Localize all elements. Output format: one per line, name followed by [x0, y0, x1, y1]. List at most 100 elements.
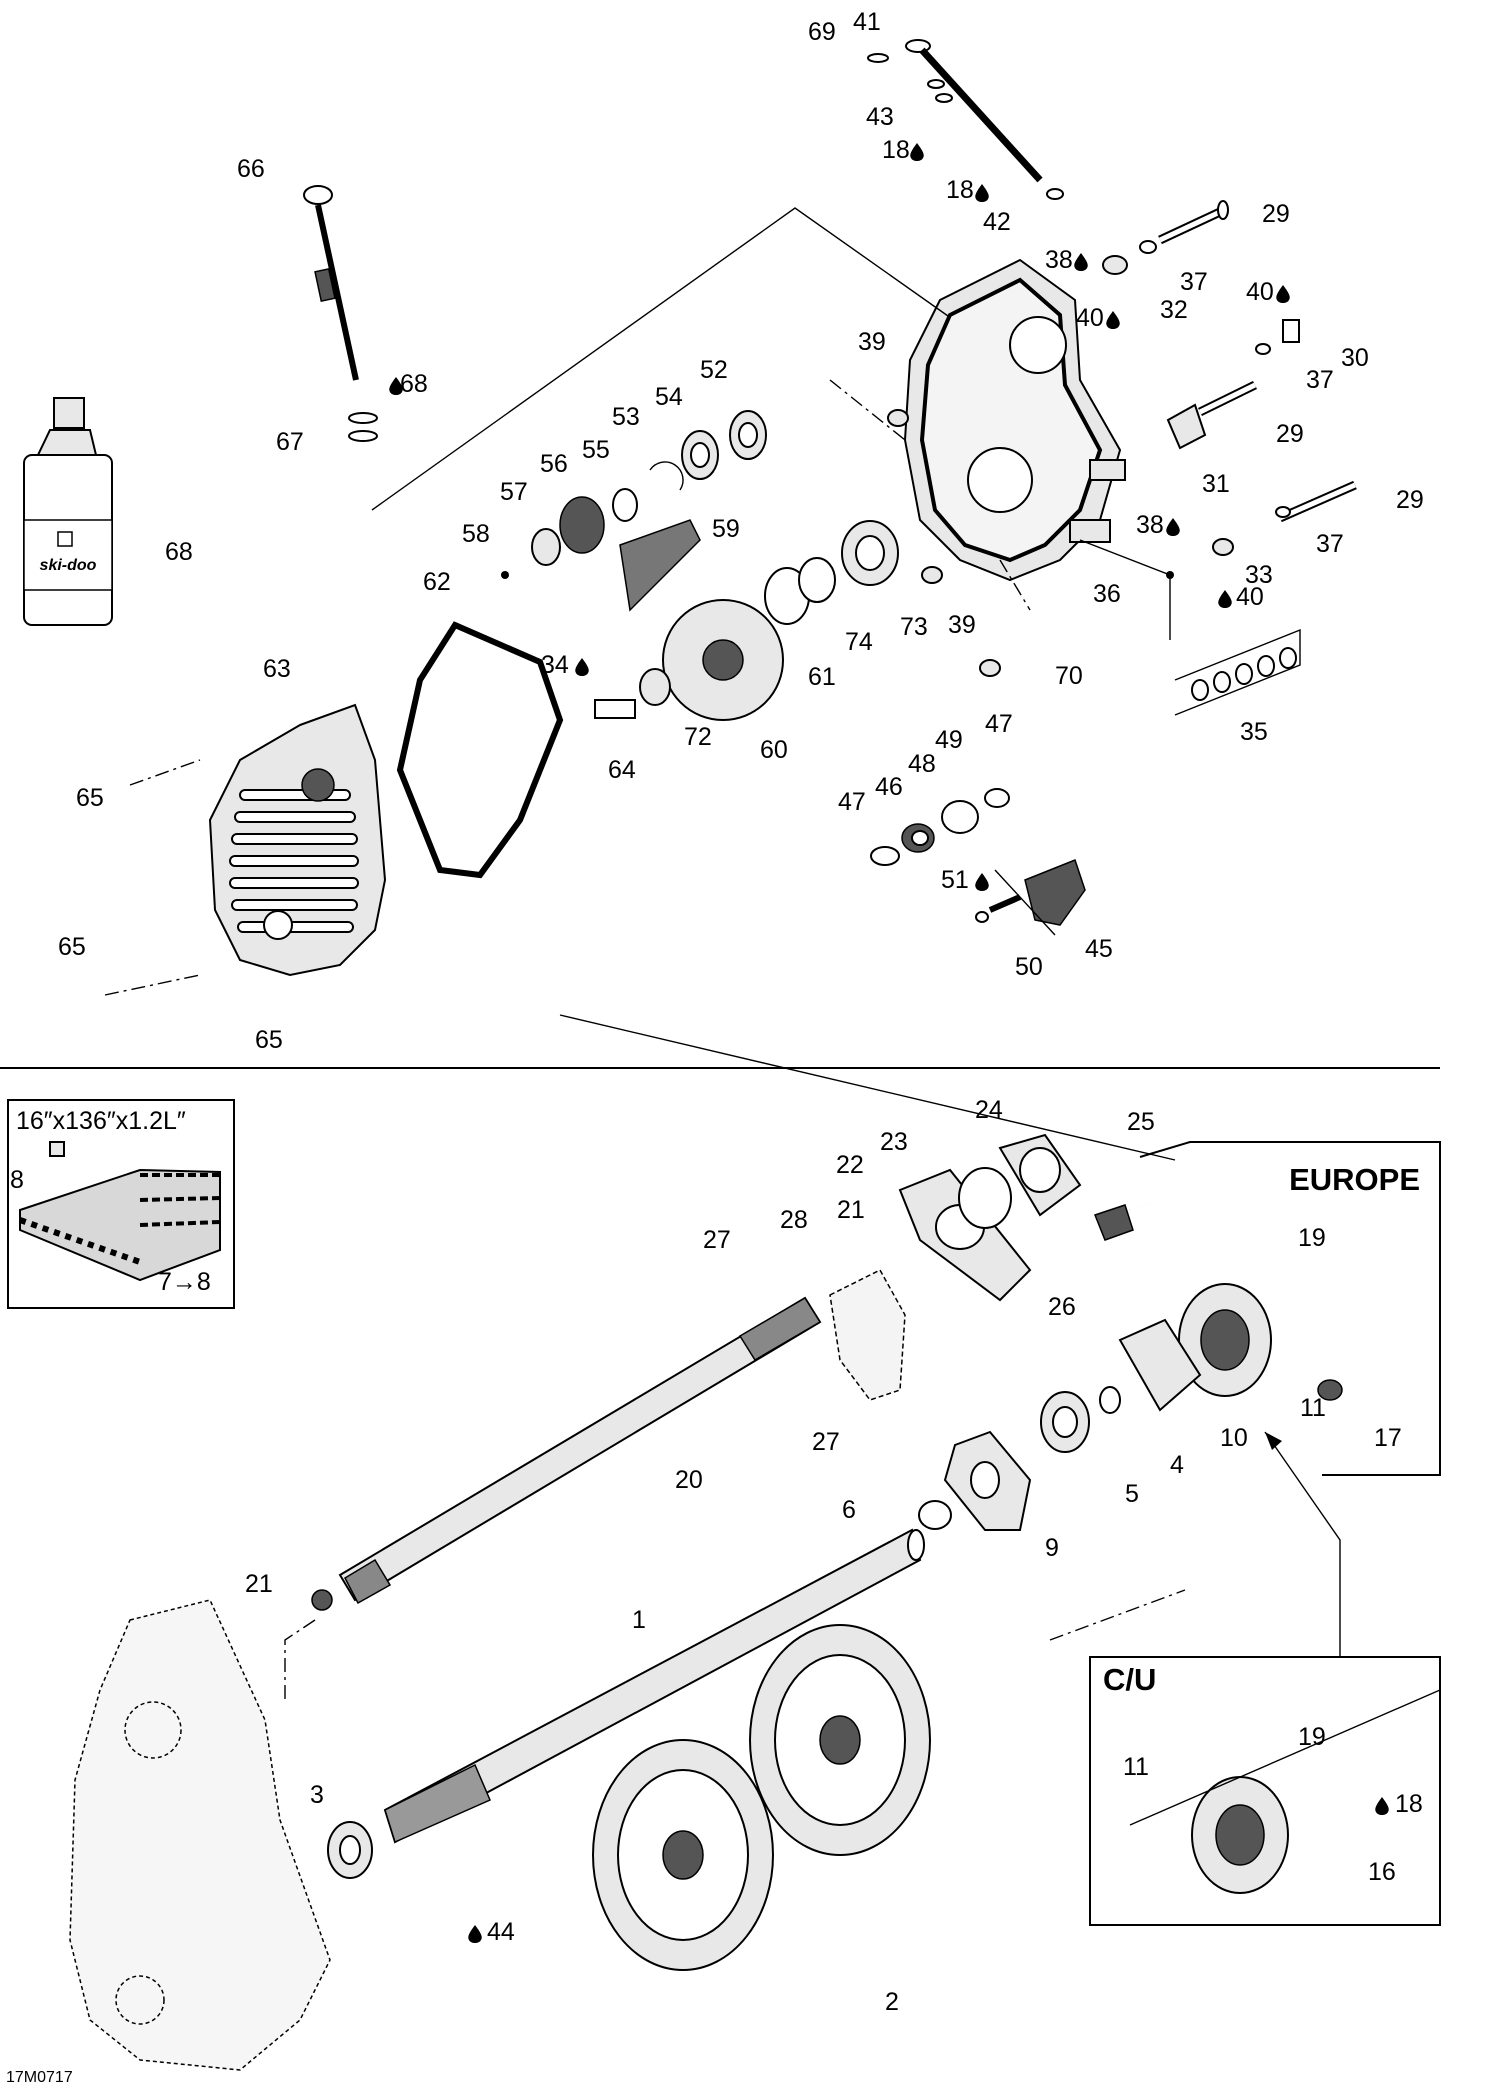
- callout-49: 49: [935, 726, 963, 754]
- callout-55: 55: [582, 436, 610, 464]
- oil-drop-icons: [389, 143, 1389, 1943]
- callout-24: 24: [975, 1096, 1003, 1124]
- callout-27: 27: [812, 1428, 840, 1456]
- sprocket-left: [592, 1739, 774, 1971]
- cu-box: C/U: [1089, 1656, 1441, 1926]
- callout-44: 44: [487, 1918, 515, 1946]
- leader-lines: [104, 207, 1186, 1700]
- callout-17: 17: [1374, 1424, 1402, 1452]
- callout-20: 20: [675, 1466, 703, 1494]
- callout-4: 4: [1170, 1451, 1184, 1479]
- callout-54: 54: [655, 383, 683, 411]
- callout-33: 33: [1245, 561, 1273, 589]
- callout-11: 11: [1123, 1753, 1149, 1781]
- callout-36: 36: [1093, 580, 1121, 608]
- callout-29: 29: [1396, 486, 1424, 514]
- seal-3: [327, 1821, 373, 1879]
- housing-bolts: [1102, 200, 1357, 556]
- callout-37: 37: [1306, 366, 1334, 394]
- callout-21: 21: [245, 1570, 273, 1598]
- callout-48: 48: [908, 750, 936, 778]
- callout-10: 10: [1220, 1424, 1248, 1452]
- callout-1: 1: [632, 1606, 646, 1634]
- callout-29: 29: [1276, 420, 1304, 448]
- callout-32: 32: [1160, 296, 1188, 324]
- callout-19: 19: [1298, 1723, 1326, 1751]
- callout-25: 25: [1127, 1108, 1155, 1136]
- europe-box: EUROPE: [1139, 1141, 1441, 1476]
- oil-drop-icon: [468, 1925, 482, 1943]
- chain-tensioner: [870, 788, 1086, 926]
- callout-18: 18: [1395, 1790, 1423, 1818]
- callout-40: 40: [1236, 583, 1264, 611]
- callout-39: 39: [858, 328, 886, 356]
- bearing-housing: [1094, 1198, 1343, 1401]
- gear-cover: [208, 703, 387, 977]
- callout-9: 9: [1045, 1534, 1059, 1562]
- callout-41: 41: [853, 8, 881, 36]
- callout-69: 69: [808, 18, 836, 46]
- oil-drop-icon: [575, 658, 589, 676]
- oil-drop-icon: [1276, 285, 1290, 303]
- callout-65: 65: [76, 784, 104, 812]
- oil-drop-icon: [1375, 1797, 1389, 1815]
- callout-73: 73: [900, 613, 928, 641]
- oil-drop-icon: [1074, 253, 1088, 271]
- callout-57: 57: [500, 478, 528, 506]
- callout-40: 40: [1076, 304, 1104, 332]
- bottle-brand: ski-doo: [40, 557, 97, 574]
- callout-labels: 69 41 43 18 18 42 66 68 67 68 29 38 37 4…: [6, 8, 1424, 2086]
- dipstick: [303, 185, 378, 442]
- oil-bottle: ski-doo: [23, 397, 113, 626]
- callout-65: 65: [255, 1026, 283, 1054]
- diagram-code: 17M0717: [6, 2069, 73, 2086]
- callout-34: 34: [541, 651, 569, 679]
- callout-59: 59: [712, 515, 740, 543]
- callout-27: 27: [703, 1226, 731, 1254]
- oil-drop-icon: [1218, 590, 1232, 608]
- cu-title: C/U: [1103, 1662, 1156, 1697]
- oil-drop-icon: [975, 873, 989, 891]
- callout-68: 68: [400, 370, 428, 398]
- callout-39: 39: [948, 611, 976, 639]
- europe-title: EUROPE: [1289, 1162, 1420, 1197]
- callout-60: 60: [760, 736, 788, 764]
- callout-19: 19: [1298, 1224, 1326, 1252]
- callout-66: 66: [237, 155, 265, 183]
- callout-29: 29: [1262, 200, 1290, 228]
- callout-68: 68: [165, 538, 193, 566]
- callout-53: 53: [612, 403, 640, 431]
- callout-6: 6: [842, 1496, 856, 1524]
- track-inset: 16″x136″x1.2L″: [7, 1099, 235, 1309]
- callout-37: 37: [1180, 268, 1208, 296]
- callout-62: 62: [423, 568, 451, 596]
- callout-70: 70: [1055, 662, 1083, 690]
- bracket-upper: [829, 1133, 1082, 1401]
- gearbox-phantom: [69, 1599, 331, 2071]
- callout-47: 47: [838, 788, 866, 816]
- callout-46: 46: [875, 773, 903, 801]
- callout-47: 47: [985, 710, 1013, 738]
- callout-30: 30: [1341, 344, 1369, 372]
- shaft-20: [311, 1296, 822, 1611]
- gearbox-housing: [903, 258, 1126, 582]
- callout-26: 26: [1048, 1293, 1076, 1321]
- callout-65: 65: [58, 933, 86, 961]
- callout-31: 31: [1202, 470, 1230, 498]
- callout-43: 43: [866, 103, 894, 131]
- callout-51: 51: [941, 866, 969, 894]
- callout-18: 18: [882, 136, 910, 164]
- sprocket-right: [749, 1624, 931, 1856]
- callout-2: 2: [885, 1988, 899, 2016]
- o-ring: [396, 621, 564, 879]
- track-ref-label: 7→8: [158, 1268, 211, 1296]
- track-part-label: 8: [10, 1166, 24, 1194]
- callout-18: 18: [946, 176, 974, 204]
- callout-11: 11: [1300, 1394, 1326, 1422]
- callout-52: 52: [700, 356, 728, 384]
- callout-50: 50: [1015, 953, 1043, 981]
- callout-67: 67: [276, 428, 304, 456]
- oil-drop-icon: [1166, 518, 1180, 536]
- callout-56: 56: [540, 450, 568, 478]
- callout-23: 23: [880, 1128, 908, 1156]
